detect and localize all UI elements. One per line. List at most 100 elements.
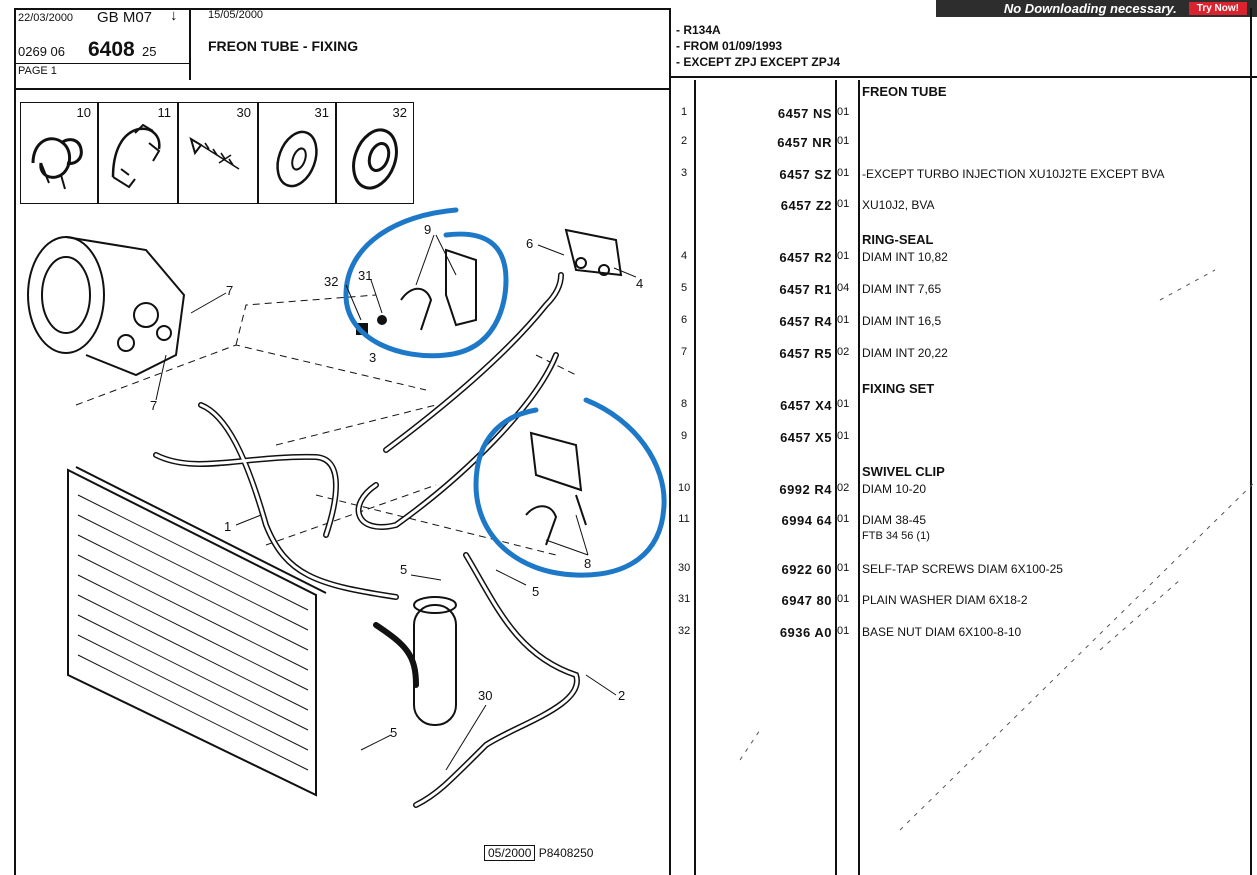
part-ref: 6936 A0 — [779, 625, 832, 640]
part-number: 2 — [680, 135, 688, 147]
part-ref: 6457 NR — [777, 135, 832, 150]
screw-icon — [189, 136, 240, 170]
part-desc: PLAIN WASHER DIAM 6X18-2 — [862, 593, 1028, 607]
part-qty: 01 — [837, 314, 850, 326]
part-number: 5 — [680, 282, 688, 294]
page-title: FREON TUBE - FIXING — [208, 38, 359, 54]
callout-32: 32 — [324, 274, 339, 289]
part-desc: BASE NUT DIAM 6X100-8-10 — [862, 625, 1022, 639]
part-desc: DIAM INT 10,82 — [862, 250, 948, 264]
try-now-button[interactable]: Try Now! — [1188, 2, 1247, 15]
bracket-9-icon — [400, 248, 477, 331]
condenser-icon — [67, 466, 327, 797]
part-extra-line: FTB 34 56 (1) — [862, 530, 930, 542]
part-qty: 01 — [837, 430, 850, 442]
section-ring-seal: RING-SEAL — [862, 232, 934, 247]
thumbnail-number: 11 — [157, 105, 172, 120]
header-page: PAGE 1 — [18, 65, 57, 77]
part-desc: DIAM 38-45 — [862, 513, 927, 527]
part-qty: 01 — [837, 167, 850, 179]
header-arrow-icon: ↓ — [170, 7, 178, 24]
part-ref: 6457 NS — [777, 106, 832, 121]
part-number: 7 — [680, 346, 688, 358]
base-nut-icon — [352, 128, 398, 190]
thumbnail-11: 11 — [98, 102, 178, 204]
thumbnail-number: 30 — [236, 105, 251, 120]
leader-lines — [155, 234, 637, 771]
header-ref-suffix: 25 — [142, 44, 157, 59]
list-rule-ref — [835, 80, 837, 875]
thumbnail-32: 32 — [336, 102, 414, 204]
header-ref-main: 6408 — [88, 38, 135, 61]
callout-8: 8 — [584, 556, 592, 571]
part-ref: 6457 X4 — [780, 398, 832, 413]
callout-3: 3 — [369, 350, 377, 365]
part-ref: 6457 R5 — [779, 346, 832, 361]
receiver-drier-icon — [413, 596, 457, 726]
part-qty: 01 — [837, 625, 850, 637]
header-country-code: GB M07 — [97, 9, 153, 26]
swivel-clip-icon — [31, 137, 83, 190]
part-qty: 01 — [837, 562, 850, 574]
part-number: 6 — [680, 314, 688, 326]
guide-lines — [75, 294, 577, 556]
part-ref: 6457 SZ — [779, 167, 832, 182]
part-qty: 01 — [837, 513, 850, 525]
annotation-circle-1 — [343, 207, 509, 359]
header-col-rule — [189, 8, 191, 80]
callout-6: 6 — [526, 236, 534, 251]
header-ref-rule — [14, 63, 189, 64]
part-ref: 6457 Z2 — [780, 198, 832, 213]
part-ref: 6947 80 — [781, 593, 832, 608]
exploded-diagram — [27, 207, 667, 808]
part-number: 4 — [680, 250, 688, 262]
footer-stamp-date: 05/2000 — [484, 845, 536, 861]
callout-9: 9 — [424, 222, 432, 237]
part-ref: 6992 R4 — [779, 482, 832, 497]
part-ref: 6457 R4 — [779, 314, 832, 329]
part-qty: 01 — [837, 250, 850, 262]
part-qty: 02 — [837, 346, 850, 358]
header-date-1: 22/03/2000 — [18, 12, 74, 24]
callout-7a: 7 — [226, 283, 234, 298]
callout-31: 31 — [358, 268, 373, 283]
bracket-8-icon — [525, 431, 587, 546]
ad-text: No Downloading necessary. — [1003, 1, 1177, 16]
part-desc: DIAM INT 16,5 — [862, 314, 942, 328]
header-ref-prefix: 0269 06 — [18, 44, 65, 59]
callout-4: 4 — [636, 276, 644, 291]
footer-ref: P8408250 — [538, 846, 594, 860]
connector-block-icon — [564, 228, 623, 277]
frame-left-border — [14, 8, 16, 875]
thumbnail-10: 10 — [20, 102, 98, 204]
part-qty: 04 — [837, 282, 850, 294]
part-desc: -EXCEPT TURBO INJECTION XU10J2TE EXCEPT … — [862, 167, 1165, 181]
part-qty: 01 — [837, 593, 850, 605]
part-desc: DIAM 10-20 — [862, 482, 927, 496]
frame-divider — [669, 8, 671, 875]
part-number: 9 — [680, 430, 688, 442]
part-ref: 6994 64 — [781, 513, 832, 528]
section-fixing-set: FIXING SET — [862, 381, 935, 396]
section-freon-tube: FREON TUBE — [862, 84, 947, 99]
part-desc: XU10J2, BVA — [862, 198, 935, 212]
part-number: 11 — [678, 513, 690, 525]
part-qty: 01 — [837, 198, 850, 210]
footer-reference: 05/2000 P8408250 — [484, 845, 594, 861]
condition-line: - FROM 01/09/1993 — [676, 39, 783, 53]
callout-5b: 5 — [532, 584, 540, 599]
part-ref: 6457 X5 — [780, 430, 832, 445]
part-number: 31 — [678, 593, 691, 605]
list-rule-num — [694, 80, 696, 875]
callout-1: 1 — [224, 519, 232, 534]
part-desc: DIAM INT 20,22 — [862, 346, 948, 360]
part-qty: 01 — [837, 398, 850, 410]
header-date-2: 15/05/2000 — [208, 9, 264, 21]
callout-7b: 7 — [150, 398, 158, 413]
annotation-circle-2 — [473, 397, 667, 578]
callout-2: 2 — [618, 688, 626, 703]
part-ref: 6457 R2 — [779, 250, 832, 265]
callout-5a: 5 — [400, 562, 408, 577]
part-ref: 6922 60 — [781, 562, 832, 577]
